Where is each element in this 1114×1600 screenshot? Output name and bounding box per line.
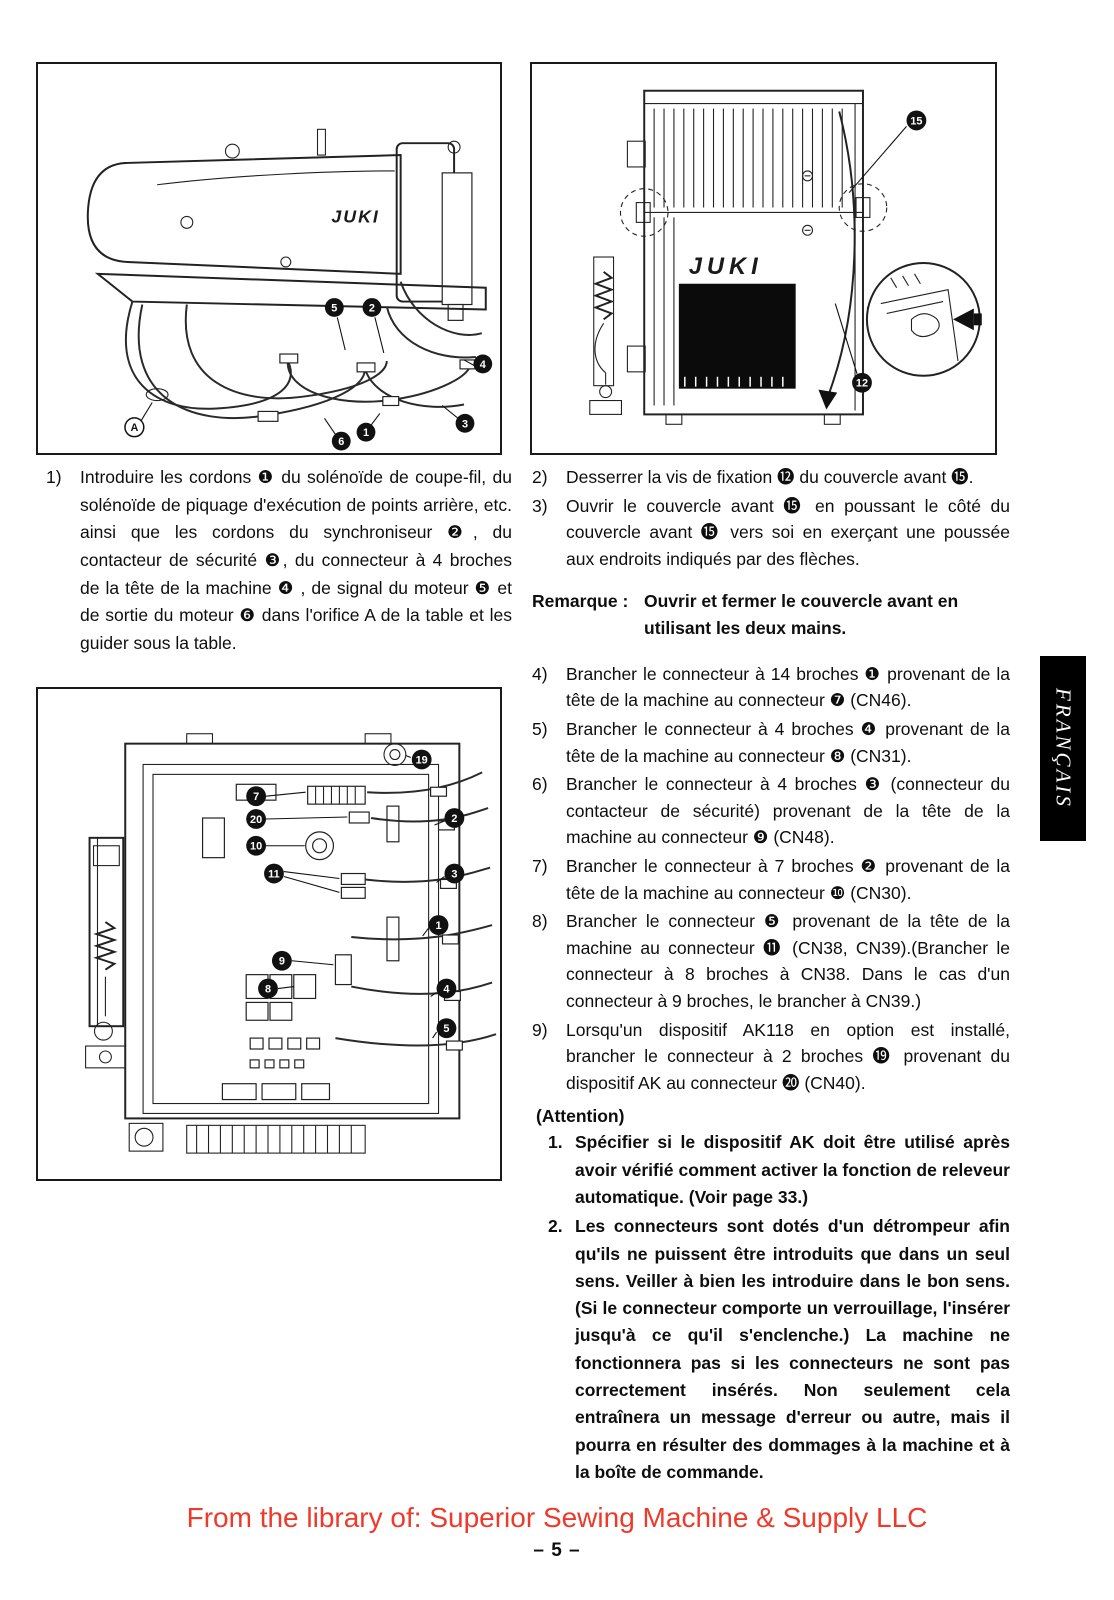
page-number: – 5 –: [533, 1540, 581, 1561]
attention-number: 1.: [548, 1132, 563, 1153]
enclosure-outline: [124, 733, 461, 1120]
right-column: 2) Desserrer la vis de fixation ⓬ du cou…: [532, 464, 1010, 1486]
step-number: 8): [532, 911, 548, 932]
bottom-terminal-strip: [128, 1122, 366, 1154]
callout-3: 3: [451, 868, 457, 880]
callout-5: 5: [331, 302, 337, 314]
callout-7: 7: [253, 791, 259, 803]
step-5: 5) Brancher le connecteur à 4 broches ❹ …: [532, 716, 1010, 769]
callout-20: 20: [250, 814, 262, 826]
black-panel: [678, 283, 796, 389]
remark-block: Remarque : Ouvrir et fermer le couvercle…: [532, 588, 1010, 641]
figure-control-box-cover: JUKI: [530, 62, 997, 455]
callout-4: 4: [480, 359, 486, 371]
head-cables: [335, 771, 497, 1051]
latch-detail-circles: [619, 183, 888, 237]
callout-4: 4: [443, 983, 449, 995]
callout-11: 11: [268, 868, 280, 880]
step-4: 4) Brancher le connecteur à 14 broches ❶…: [532, 661, 1010, 714]
figure-machine-head-cables: JUKI 5 2 4 3: [36, 62, 502, 455]
callout-1: 1: [363, 427, 369, 439]
left-bracket-spring: [85, 836, 126, 1069]
callout-6: 6: [338, 436, 344, 448]
pcb-components: [201, 783, 400, 1101]
callout-10: 10: [250, 841, 262, 853]
fig3-callouts-left: 7 20 10 11 9 8: [246, 786, 348, 999]
callout-A: A: [130, 422, 138, 434]
callout-2: 2: [451, 813, 457, 825]
machine-cables-drawing: JUKI 5 2 4 3: [86, 128, 493, 451]
step-text: Ouvrir le couvercle avant ⓯ en poussant …: [566, 495, 1010, 569]
connection-steps: 4) Brancher le connecteur à 14 broches ❶…: [532, 661, 1010, 1097]
callout-3: 3: [462, 418, 468, 430]
remark-label: Remarque :: [532, 591, 629, 612]
callout-1: 1: [436, 920, 442, 932]
control-box-drawing: JUKI: [589, 89, 982, 425]
left-bracket-spring: [589, 256, 623, 415]
push-detail-inset: [865, 261, 982, 377]
step-8: 8) Brancher le connecteur ❺ provenant de…: [532, 908, 1010, 1014]
language-tab-francais: FRANÇAIS: [1040, 656, 1086, 841]
fig1-callouts: 5 2 4 3 1 6 A: [124, 298, 493, 451]
fig2-callouts: 15 12: [834, 110, 927, 393]
step-number: 5): [532, 719, 548, 740]
machine-outline: [86, 128, 487, 321]
callout-15: 15: [910, 115, 922, 127]
step-number: 4): [532, 663, 548, 684]
callout-9: 9: [279, 956, 285, 968]
juki-logo-fig1: JUKI: [331, 206, 379, 226]
callout-12: 12: [856, 378, 868, 390]
figure-control-box-interior: 7 20 10 11 9 8 19 2 3: [36, 687, 502, 1181]
step-1: 1) Introduire les cordons ❶ du solénoïde…: [46, 464, 512, 657]
juki-logo-fig2: JUKI: [689, 253, 763, 280]
attention-title: (Attention): [536, 1106, 625, 1127]
step-text: Lorsqu'un dispositif AK118 en option est…: [566, 1019, 1010, 1093]
callout-5: 5: [443, 1023, 449, 1035]
step-2: 2) Desserrer la vis de fixation ⓬ du cou…: [532, 464, 1010, 491]
attention-item-1: 1. Spécifier si le dispositif AK doit êt…: [548, 1129, 1010, 1211]
step-text: Brancher le connecteur ❺ provenant de la…: [566, 911, 1010, 1011]
callout-8: 8: [265, 983, 271, 995]
step-7: 7) Brancher le connecteur à 7 broches ❷ …: [532, 853, 1010, 906]
attention-item-2: 2. Les connecteurs sont dotés d'un détro…: [548, 1213, 1010, 1486]
attention-text: Spécifier si le dispositif AK doit être …: [575, 1132, 1010, 1207]
callout-19: 19: [416, 754, 428, 766]
fig3-callouts-right: 19 2 3 1 4 5: [405, 749, 465, 1039]
step-number: 1): [46, 467, 62, 487]
step-6: 6) Brancher le connecteur à 4 broches ❸ …: [532, 771, 1010, 851]
step-number: 9): [532, 1019, 548, 1040]
ventilation-ribs: [653, 108, 843, 406]
step-text: Brancher le connecteur à 14 broches ❶ pr…: [566, 663, 1010, 711]
step-text: Brancher le connecteur à 7 broches ❷ pro…: [566, 856, 1010, 903]
attention-text: Les connecteurs sont dotés d'un détrompe…: [575, 1216, 1010, 1482]
step-3: 3) Ouvrir le couvercle avant ⓯ en poussa…: [532, 493, 1010, 573]
callout-2: 2: [369, 302, 375, 314]
step-1-block: 1) Introduire les cordons ❶ du solénoïde…: [46, 464, 512, 659]
open-direction-arrow: [818, 111, 856, 410]
step-number: 6): [532, 774, 548, 795]
step-number: 2): [532, 467, 548, 487]
cable-bundle: [124, 281, 483, 422]
step-text: Brancher le connecteur à 4 broches ❹ pro…: [566, 719, 1010, 766]
step-text: Desserrer la vis de fixation ⓬ du couver…: [566, 467, 974, 487]
step-text: Introduire les cordons ❶ du solénoïde de…: [80, 467, 512, 653]
step-9: 9) Lorsqu'un dispositif AK118 en option …: [532, 1017, 1010, 1097]
step-number: 3): [532, 495, 548, 516]
pcb-drawing: 7 20 10 11 9 8 19 2 3: [85, 733, 497, 1154]
library-stamp: From the library of: Superior Sewing Mac…: [186, 1502, 928, 1533]
attention-number: 2.: [548, 1216, 563, 1237]
step-number: 7): [532, 856, 548, 877]
remark-text: Ouvrir et fermer le couvercle avant en u…: [644, 591, 959, 638]
step-text: Brancher le connecteur à 4 broches ❸ (co…: [566, 774, 1010, 848]
language-tab-label: FRANÇAIS: [1051, 688, 1076, 809]
